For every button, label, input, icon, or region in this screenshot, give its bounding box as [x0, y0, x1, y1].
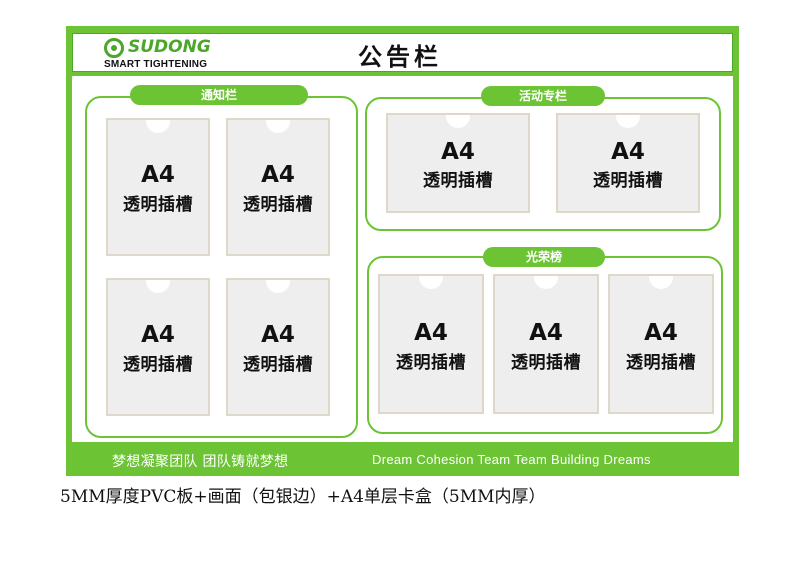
slot-size: A4: [261, 322, 295, 348]
board-header: SUDONG SMART TIGHTENING 公告栏: [72, 33, 733, 72]
brand-tagline: SMART TIGHTENING: [104, 59, 208, 70]
bulletin-board: SUDONG SMART TIGHTENING 公告栏 通知栏 A4 透明插槽 …: [66, 26, 739, 476]
notice-slot-2: A4 透明插槽: [226, 118, 330, 256]
slot-text: 透明插槽: [123, 195, 193, 215]
slot-text: 透明插槽: [243, 195, 313, 215]
honor-slot-2: A4 透明插槽: [493, 274, 599, 414]
slot-notch: [266, 120, 290, 133]
slot-size: A4: [141, 162, 175, 188]
slot-text: 透明插槽: [423, 171, 493, 191]
slot-notch: [419, 276, 443, 289]
slot-size: A4: [529, 320, 563, 346]
slot-text: 透明插槽: [511, 353, 581, 373]
brand-name: SUDONG: [128, 37, 211, 57]
notice-slot-4: A4 透明插槽: [226, 278, 330, 416]
slot-notch: [146, 120, 170, 133]
slot-text: 透明插槽: [243, 355, 313, 375]
notice-slot-3: A4 透明插槽: [106, 278, 210, 416]
honor-section-label: 光荣榜: [483, 247, 605, 267]
product-spec-caption: 5MM厚度PVC板+画面（包银边）+A4单层卡盒（5MM内厚）: [60, 487, 546, 507]
activity-slot-1: A4 透明插槽: [386, 113, 530, 213]
honor-slot-1: A4 透明插槽: [378, 274, 484, 414]
activity-section-label: 活动专栏: [481, 86, 605, 106]
footer-slogan-en: Dream Cohesion Team Team Building Dreams: [372, 452, 651, 467]
slot-text: 透明插槽: [396, 353, 466, 373]
board-content: 通知栏 A4 透明插槽 A4 透明插槽 A4 透明插槽 A4 透明插槽 活动专栏…: [72, 76, 733, 442]
notice-slot-1: A4 透明插槽: [106, 118, 210, 256]
slot-size: A4: [644, 320, 678, 346]
slot-notch: [534, 276, 558, 289]
slot-size: A4: [261, 162, 295, 188]
board-title: 公告栏: [358, 43, 442, 71]
activity-slot-2: A4 透明插槽: [556, 113, 700, 213]
slot-size: A4: [441, 139, 475, 165]
sudong-logo-icon: [104, 38, 124, 58]
slot-size: A4: [611, 139, 645, 165]
footer-slogan-zh: 梦想凝聚团队 团队铸就梦想: [112, 454, 289, 470]
slot-text: 透明插槽: [123, 355, 193, 375]
slot-text: 透明插槽: [626, 353, 696, 373]
slot-notch: [616, 115, 640, 128]
slot-notch: [446, 115, 470, 128]
notice-section-label: 通知栏: [130, 85, 308, 105]
brand-logo: SUDONG SMART TIGHTENING: [104, 36, 234, 72]
slot-size: A4: [141, 322, 175, 348]
slot-notch: [146, 280, 170, 293]
slot-size: A4: [414, 320, 448, 346]
slot-notch: [266, 280, 290, 293]
slot-notch: [649, 276, 673, 289]
slot-text: 透明插槽: [593, 171, 663, 191]
honor-slot-3: A4 透明插槽: [608, 274, 714, 414]
